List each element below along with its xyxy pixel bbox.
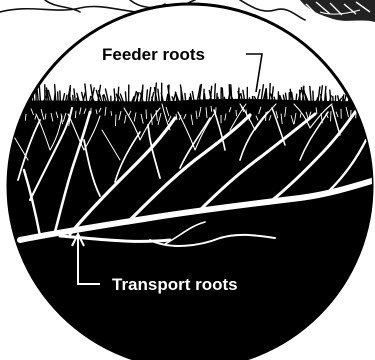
label-transport-roots: Transport roots	[112, 275, 238, 294]
label-feeder-roots: Feeder roots	[102, 45, 205, 64]
tree-trunk-shading	[300, 0, 375, 22]
